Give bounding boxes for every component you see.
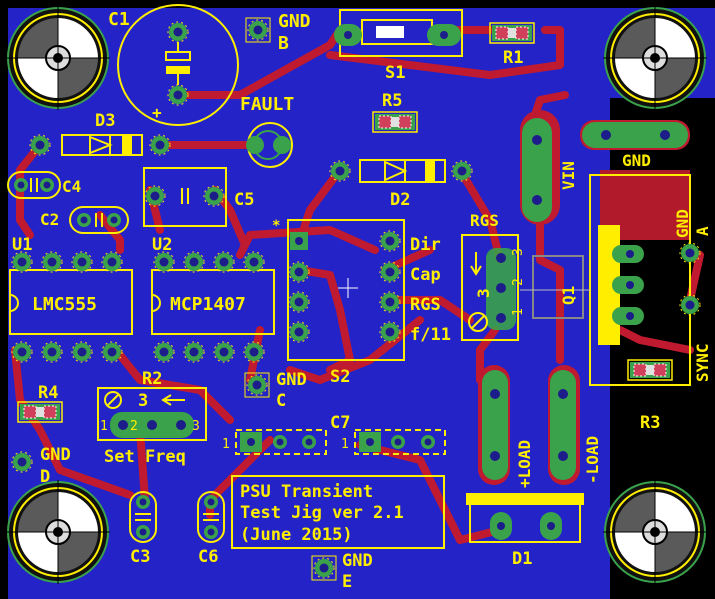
sync-label: SYNC (693, 343, 712, 382)
gnd-d-letter: D (40, 467, 50, 487)
c5-label: C5 (234, 190, 254, 210)
r3-resistor (627, 359, 673, 381)
s2-label: S2 (330, 367, 350, 387)
c4-capacitor (7, 171, 61, 199)
u2-part: MCP1407 (170, 294, 246, 315)
c2-label: C2 (40, 210, 59, 229)
minus-load-label: -LOAD (583, 436, 602, 484)
u1-ic (9, 251, 133, 363)
u2-label: U2 (152, 235, 172, 255)
rgs-pin-2: 2 (511, 278, 526, 286)
s2-pin1-mark: * (272, 218, 280, 234)
d3-label: D3 (95, 111, 115, 131)
d1-diode (466, 493, 584, 543)
s1-switch (334, 9, 463, 57)
r5-resistor (372, 111, 418, 133)
r1-label: R1 (503, 48, 523, 68)
gnd-d-label: GND (40, 445, 71, 465)
gnd-a-letter: A (693, 226, 712, 236)
u1-part: LMC555 (32, 294, 97, 315)
c1-capacitor (117, 4, 239, 126)
s2-dip-switch (287, 219, 405, 361)
c7-header-right (354, 429, 446, 455)
c1-label: C1 (108, 9, 130, 30)
gnd-c-letter: C (276, 391, 286, 411)
gnd-top-label: GND (622, 151, 651, 170)
c5-capacitor (143, 167, 227, 227)
c6-capacitor (197, 491, 225, 543)
d2-diode (329, 159, 473, 183)
title-line-2: Test Jig ver 2.1 (240, 503, 404, 523)
rgs-pin-1: 1 (511, 308, 526, 316)
u2-ic (151, 251, 275, 363)
gnd-a-label: GND (673, 209, 692, 238)
r1-resistor (489, 22, 535, 44)
gnd-c-label: GND (276, 370, 307, 390)
rgs-trimmer (461, 234, 519, 341)
gnd-b-letter: B (278, 33, 289, 54)
gnd-e-label: GND (342, 551, 373, 571)
d2-label: D2 (390, 190, 410, 210)
rgs-label: RGS (470, 211, 499, 230)
s2-rgs-label: RGS (410, 295, 441, 315)
q1-label: Q1 (559, 286, 578, 305)
r2-pin-3: 3 (192, 419, 200, 434)
r2-trimmer (97, 387, 207, 441)
s2-f11-label: f/11 (410, 325, 451, 345)
r2-pin-1: 1 (100, 419, 108, 434)
c7-header-left (235, 429, 327, 455)
d3-diode (29, 134, 171, 156)
q1-mosfet (520, 174, 691, 386)
s2-dir-label: Dir (410, 235, 441, 255)
plus-load-label: +LOAD (515, 440, 534, 488)
fault-led (246, 122, 293, 168)
title-box (231, 475, 445, 549)
r5-label: R5 (382, 91, 402, 111)
r4-label: R4 (38, 383, 58, 403)
c4-label: C4 (62, 177, 81, 196)
s1-label: S1 (385, 63, 405, 83)
c6-label: C6 (198, 547, 218, 567)
fault-label: FAULT (240, 94, 294, 115)
r2-label: R2 (142, 369, 162, 389)
vin-label: VIN (559, 161, 578, 190)
c3-label: C3 (130, 547, 150, 567)
d1-label: D1 (512, 549, 532, 569)
c7-pin1-left: 1 (222, 437, 230, 452)
r4-resistor (17, 401, 63, 423)
r3-label: R3 (640, 413, 660, 433)
gnd-b-label: GND (278, 11, 311, 32)
u1-label: U1 (12, 235, 32, 255)
c7-pin1-right: 1 (341, 437, 349, 452)
gnd-e-letter: E (342, 572, 352, 592)
s2-cap-label: Cap (410, 265, 441, 285)
rgs-mark-3: 3 (474, 288, 493, 298)
set-freq-label: Set Freq (104, 447, 186, 467)
r2-pin-2: 2 (130, 419, 138, 434)
rgs-pin-3: 3 (511, 248, 526, 256)
c2-capacitor (69, 206, 129, 234)
r2-mark-3: 3 (138, 391, 148, 411)
title-line-3: (June 2015) (240, 525, 353, 545)
c7-label: C7 (330, 413, 350, 433)
c3-capacitor (129, 491, 157, 543)
c1-plus-mark: + (152, 103, 162, 122)
title-line-1: PSU Transient (240, 482, 373, 502)
